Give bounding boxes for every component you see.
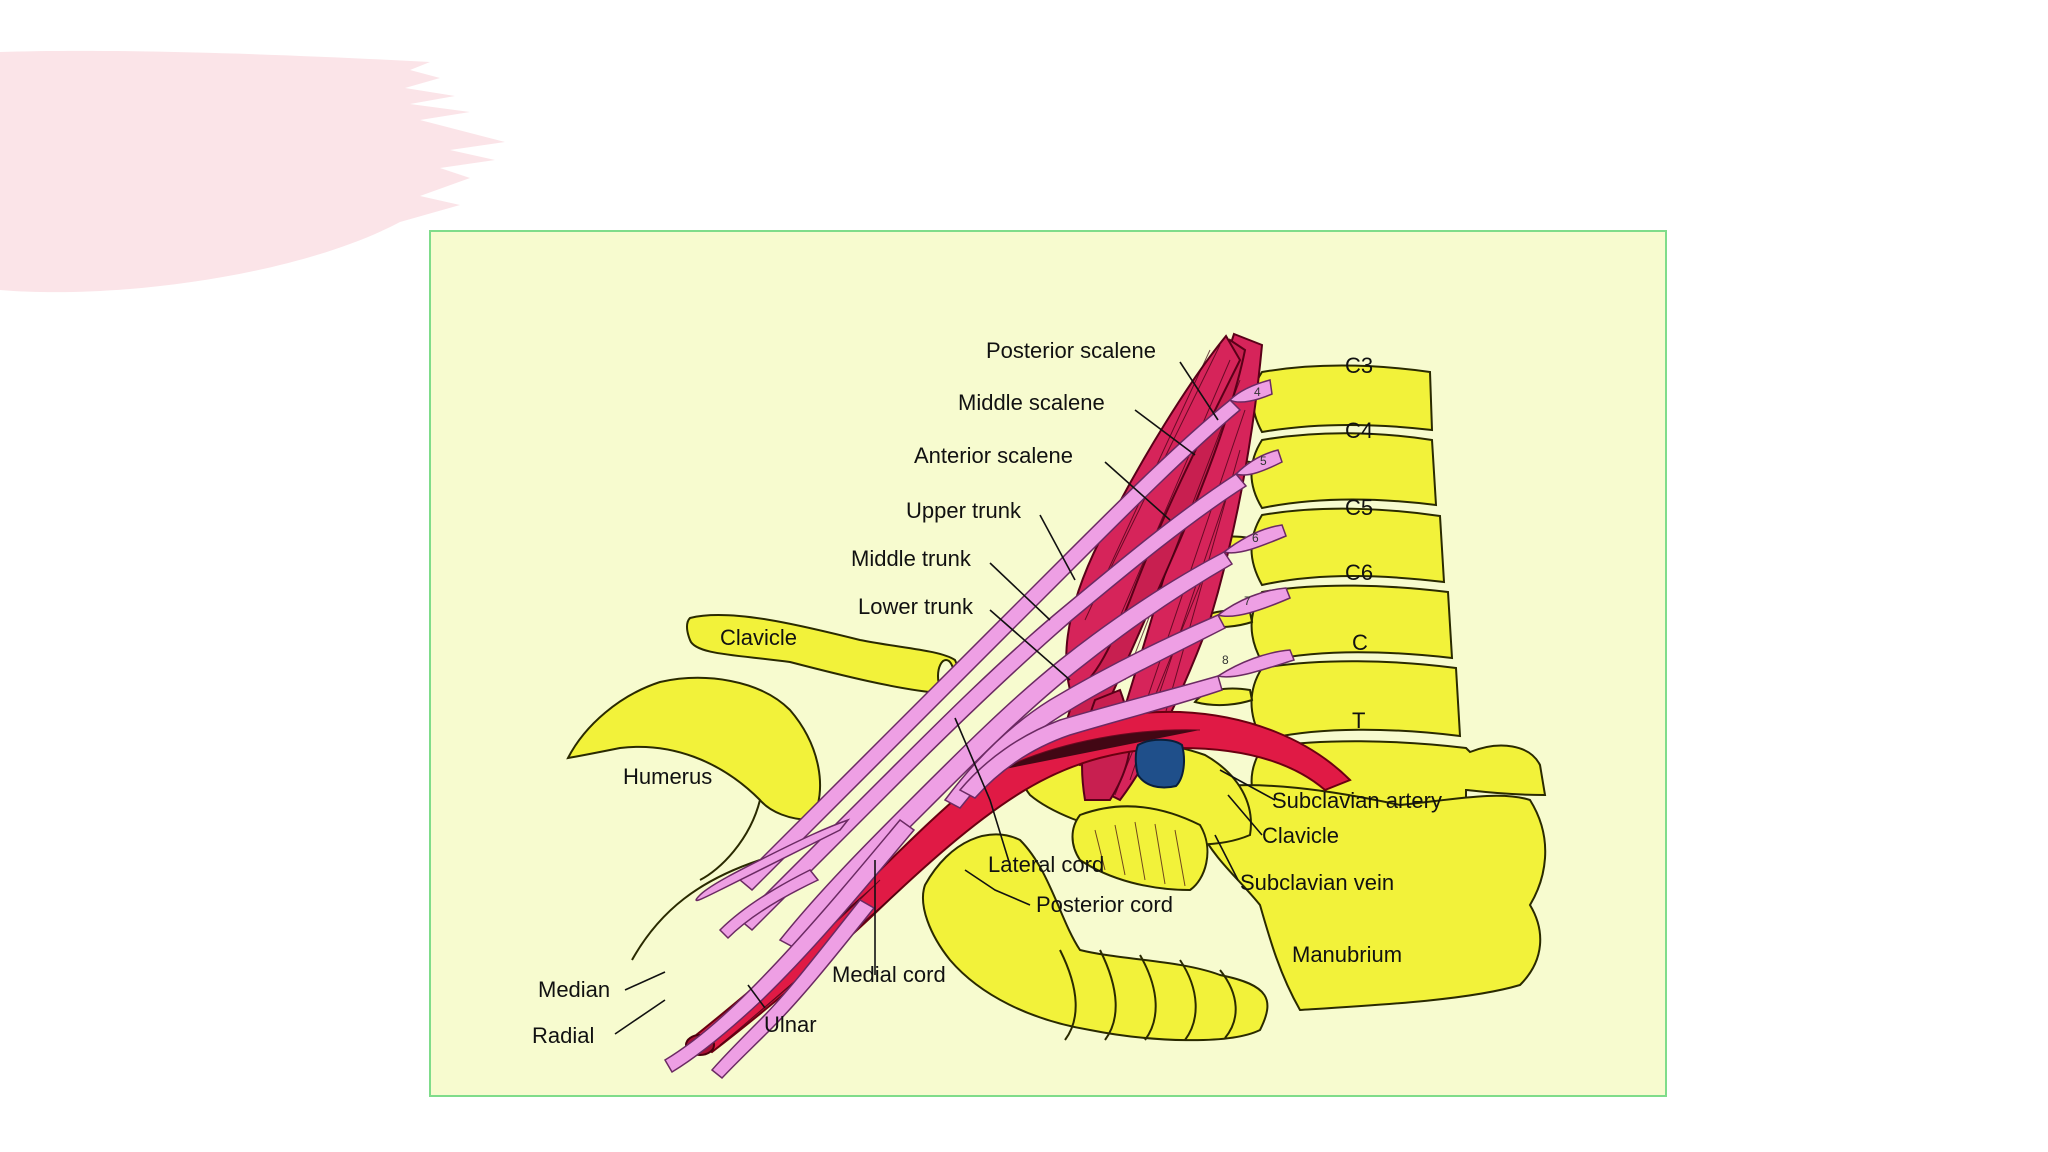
root-number-4: 4: [1254, 385, 1261, 399]
label-c5: C5: [1345, 495, 1373, 520]
anatomy-illustration: 4 5 6 7 8: [532, 332, 1547, 1080]
label-lateral-cord: Lateral cord: [988, 852, 1104, 877]
decorative-brush-stroke: [0, 50, 505, 293]
label-c4: C4: [1345, 418, 1373, 443]
label-clavicle-medial: Clavicle: [1262, 823, 1339, 848]
label-medial-cord: Medial cord: [832, 962, 946, 987]
label-radial: Radial: [532, 1023, 594, 1048]
label-c7: C: [1352, 630, 1368, 655]
first-rib-bone: [921, 833, 1269, 1042]
label-posterior-cord: Posterior cord: [1036, 892, 1173, 917]
label-clavicle-lateral: Clavicle: [720, 625, 797, 650]
label-subclavian-vein: Subclavian vein: [1240, 870, 1394, 895]
label-humerus: Humerus: [623, 764, 712, 789]
label-posterior-scalene: Posterior scalene: [986, 338, 1156, 363]
label-manubrium: Manubrium: [1292, 942, 1402, 967]
root-number-5: 5: [1260, 454, 1267, 468]
label-middle-scalene: Middle scalene: [958, 390, 1105, 415]
label-c6: C6: [1345, 560, 1373, 585]
nerve-roots: 4 5 6 7 8: [1216, 379, 1295, 678]
humerus-bone: [566, 676, 822, 822]
manubrium-bone: [1196, 784, 1547, 1012]
root-number-8: 8: [1222, 653, 1229, 667]
brachial-plexus-nerves: [663, 398, 1248, 1080]
label-anterior-scalene: Anterior scalene: [914, 443, 1073, 468]
root-number-7: 7: [1244, 594, 1251, 608]
subclavian-vein-vessel: [1134, 738, 1185, 789]
root-number-6: 6: [1252, 531, 1259, 545]
label-upper-trunk: Upper trunk: [906, 498, 1022, 523]
label-t1: T: [1352, 708, 1365, 733]
label-median: Median: [538, 977, 610, 1002]
label-subclavian-artery: Subclavian artery: [1272, 788, 1442, 813]
leader-lines: [614, 361, 1276, 1035]
label-middle-trunk: Middle trunk: [851, 546, 972, 571]
label-ulnar: Ulnar: [764, 1012, 817, 1037]
label-lower-trunk: Lower trunk: [858, 594, 974, 619]
label-c3: C3: [1345, 353, 1373, 378]
